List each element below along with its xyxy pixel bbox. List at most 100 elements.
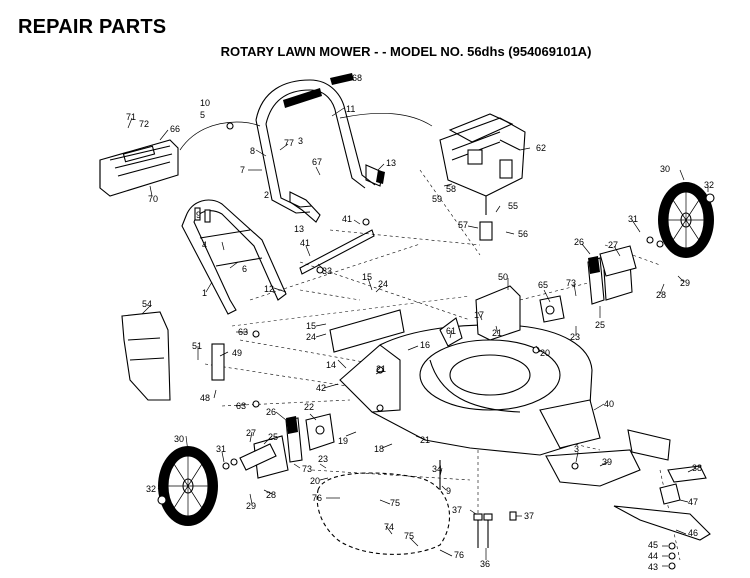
callout-20-rear: 20 (540, 348, 550, 358)
callout-62: 62 (536, 143, 546, 153)
callout-42: 42 (316, 383, 326, 393)
control-cable (179, 112, 433, 151)
callout-10: 10 (200, 98, 210, 108)
rear-axle-rod (299, 229, 375, 275)
callout-25-rear: 25 (595, 320, 605, 330)
callout-28-front: 28 (266, 490, 276, 500)
callout-13-left: 13 (294, 224, 304, 234)
callout-50: 50 (498, 272, 508, 282)
callout-48: 48 (200, 393, 210, 403)
side-skirt (329, 309, 405, 353)
fasteners (226, 122, 579, 548)
callout-61: 61 (446, 326, 456, 336)
callout-29-rear: 29 (680, 278, 690, 288)
callout-labels: 68 10 5 11 71 72 66 70 8 77 3 7 67 2 13 … (126, 73, 714, 572)
page-title: REPAIR PARTS (18, 16, 167, 38)
callout-37-right: 37 (524, 511, 534, 521)
callout-31-rear: 31 (628, 214, 638, 224)
callout-5: 5 (200, 110, 205, 120)
model-subtitle: ROTARY LAWN MOWER - - MODEL NO. 56dhs (9… (220, 44, 592, 59)
callout-9-top: 9 (196, 210, 201, 220)
callout-45: 45 (648, 540, 658, 550)
callout-32-rear: 32 (704, 180, 714, 190)
callout-68: 68 (352, 73, 362, 83)
callout-8: 8 (250, 146, 255, 156)
upper-handle (255, 73, 385, 223)
callout-77: 77 (284, 138, 294, 148)
callout-75-top: 75 (390, 498, 400, 508)
callout-21-mid: 21 (376, 364, 386, 374)
callout-57: 57 (458, 220, 468, 230)
callout-2: 2 (264, 190, 269, 200)
callout-73-rear: 73 (566, 278, 576, 288)
rear-wheel (646, 182, 715, 258)
axle-bolt (362, 218, 370, 226)
callout-24-mid: 24 (306, 332, 316, 342)
callout-32-front: 32 (146, 484, 156, 494)
callout-29-front: 29 (246, 501, 256, 511)
callout-44: 44 (648, 551, 658, 561)
grass-catcher-bag (99, 139, 179, 197)
callout-21-deck: 21 (492, 328, 502, 338)
front-wheel (157, 443, 277, 526)
blade-assembly (545, 429, 711, 570)
callout-17: 17 (474, 310, 484, 320)
door-ribs (127, 337, 165, 361)
callout-67: 67 (312, 157, 322, 167)
callout-15-top: 15 (362, 272, 372, 282)
callout-30-front: 30 (174, 434, 184, 444)
callout-73-front: 73 (302, 464, 312, 474)
callout-20-front: 20 (310, 476, 320, 486)
callout-6: 6 (242, 264, 247, 274)
callout-70: 70 (148, 194, 158, 204)
callout-37-left: 37 (452, 505, 462, 515)
callout-40: 40 (604, 399, 614, 409)
callout-30-rear: 30 (660, 164, 670, 174)
bracket-49 (211, 343, 225, 381)
callout-56: 56 (518, 229, 528, 239)
callout-47: 47 (688, 497, 698, 507)
callout-9-bottom: 9 (446, 486, 451, 496)
callout-28-rear: 28 (656, 290, 666, 300)
callout-74: 74 (384, 522, 394, 532)
callout-18: 18 (374, 444, 384, 454)
engine (439, 113, 526, 241)
callout-27-front: 27 (246, 428, 256, 438)
callout-13-right: 13 (386, 158, 396, 168)
callout-16: 16 (420, 340, 430, 350)
callout-31-front: 31 (216, 444, 226, 454)
leader-lines (127, 77, 709, 567)
callout-41-mid: 41 (300, 238, 310, 248)
callout-71: 71 (126, 112, 136, 122)
callout-33: 33 (322, 266, 332, 276)
lower-handle (181, 199, 287, 315)
callout-49: 49 (232, 348, 242, 358)
rear-discharge-door (121, 311, 171, 401)
callout-66: 66 (170, 124, 180, 134)
callout-76-top: 76 (312, 493, 322, 503)
callout-75-bottom: 75 (404, 531, 414, 541)
callout-14: 14 (326, 360, 336, 370)
callout-51: 51 (192, 341, 202, 351)
callout-46: 46 (688, 528, 698, 538)
callout-38: 38 (692, 463, 702, 473)
callout-19: 19 (338, 436, 348, 446)
callout-12: 12 (264, 284, 274, 294)
callout-22: 22 (304, 402, 314, 412)
height-adjuster-front (253, 245, 637, 479)
callout-27-rear: 27 (608, 240, 618, 250)
callout-43: 43 (648, 562, 658, 572)
callout-23-front: 23 (318, 454, 328, 464)
callout-21-front: 21 (420, 435, 430, 445)
callout-24-top: 24 (378, 279, 388, 289)
callout-26-front: 26 (266, 407, 276, 417)
callout-55: 55 (508, 201, 518, 211)
callout-59: 59 (432, 194, 442, 204)
callout-72: 72 (139, 119, 149, 129)
callout-63-top: 63 (238, 327, 248, 337)
callout-15-mid: 15 (306, 321, 316, 331)
callout-58: 58 (446, 184, 456, 194)
mulch-plug (316, 472, 450, 555)
callout-3-top: 3 (298, 136, 303, 146)
